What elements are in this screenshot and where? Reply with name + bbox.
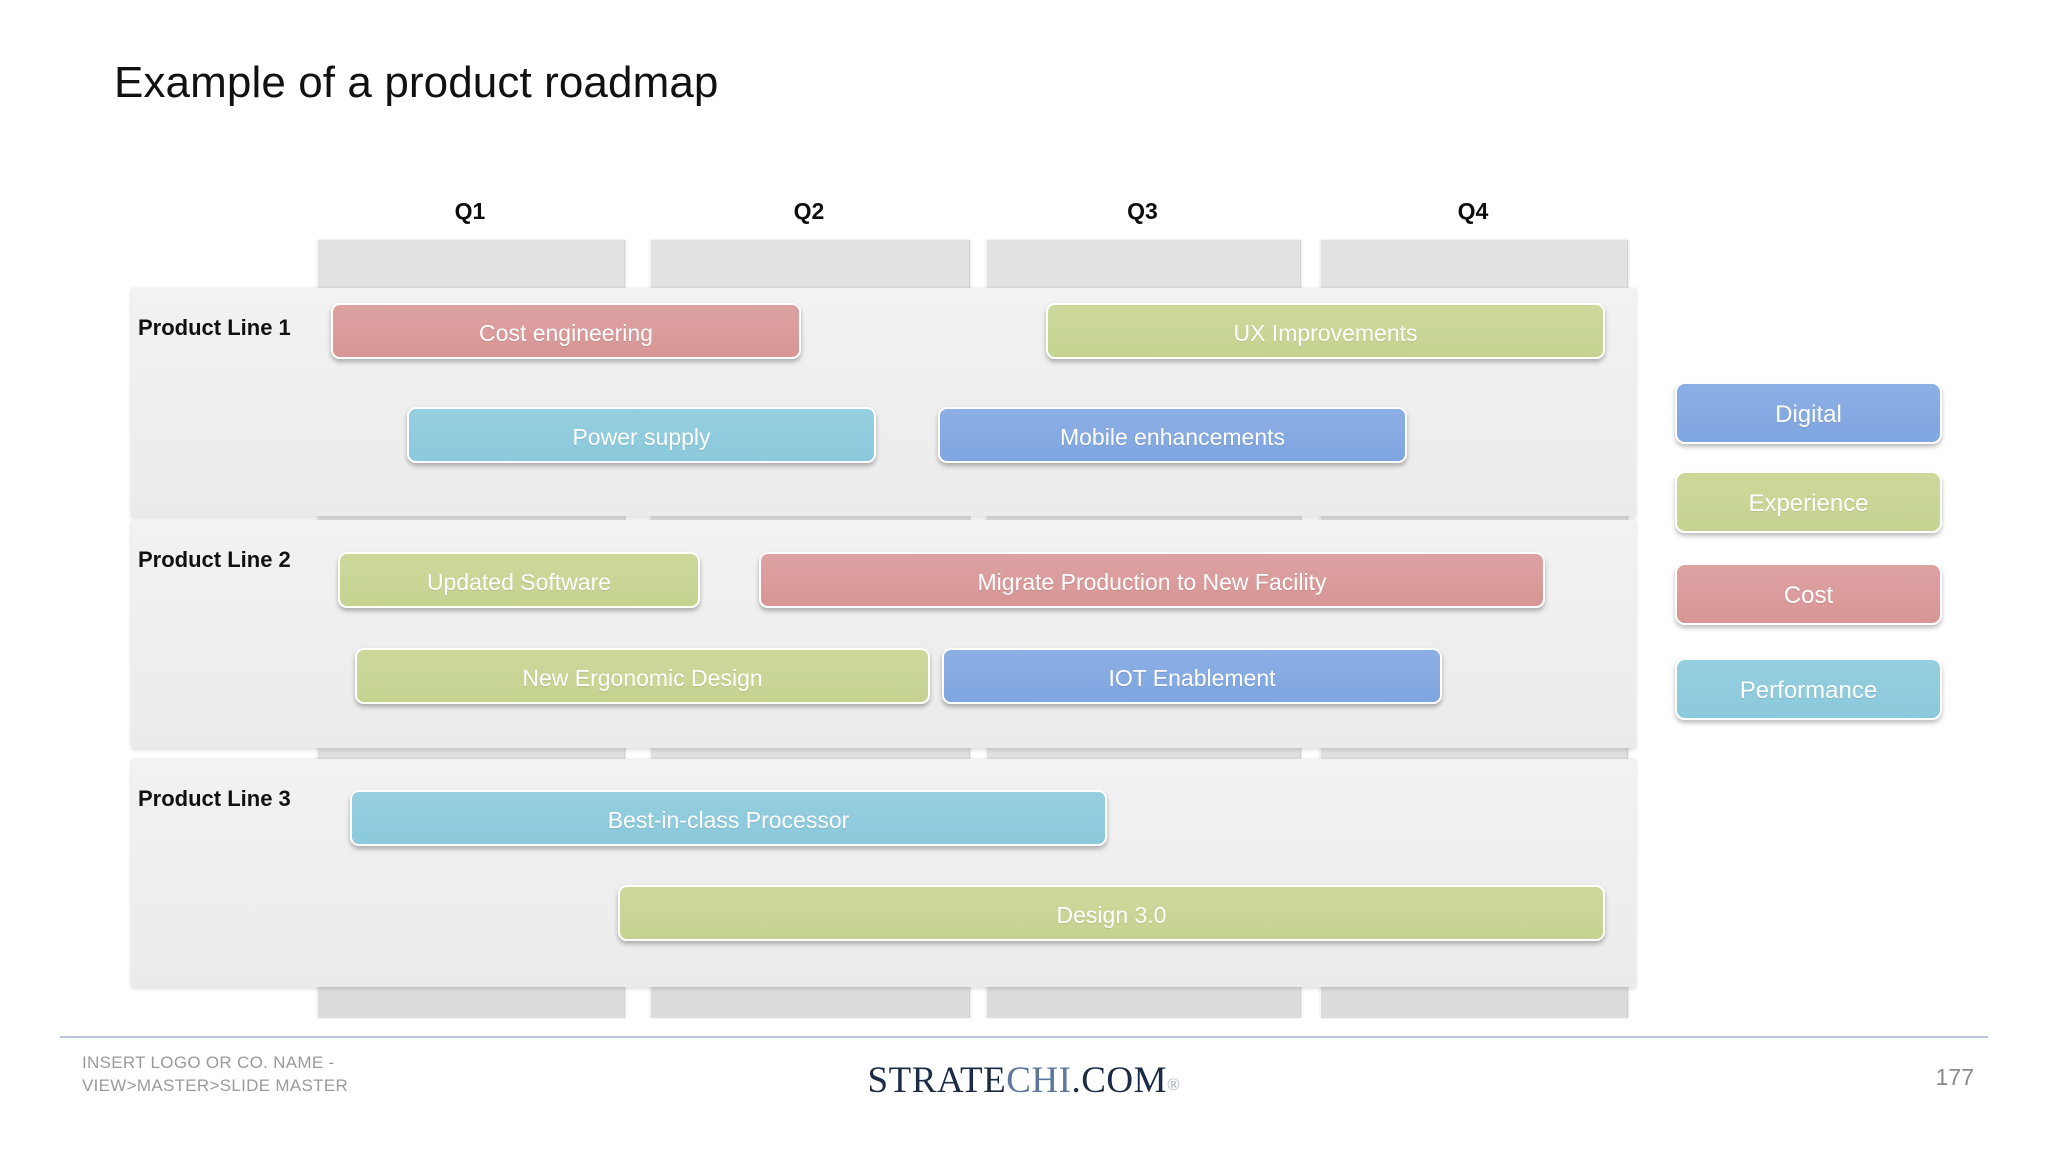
footer-divider [60, 1036, 1988, 1038]
task-bar[interactable]: Updated Software [338, 552, 700, 608]
task-bar[interactable]: Mobile enhancements [938, 407, 1407, 463]
logo-part-three: .COM [1071, 1060, 1168, 1101]
quarter-label-q4: Q4 [1457, 198, 1489, 224]
quarter-label-q1: Q1 [454, 198, 486, 224]
quarter-label-q2: Q2 [793, 198, 825, 224]
product-line-label: Product Line 2 [138, 547, 291, 572]
quarter-label-q3: Q3 [1127, 198, 1158, 224]
logo-part-two: CHI [1006, 1060, 1072, 1101]
product-line-label: Product Line 1 [138, 315, 291, 340]
task-bar[interactable]: IOT Enablement [942, 648, 1442, 704]
legend-item-digital[interactable]: Digital [1675, 382, 1942, 444]
task-bar[interactable]: Migrate Production to New Facility [759, 552, 1545, 608]
page-title: Example of a product roadmap [114, 58, 719, 107]
logo-part-one: STRATE [867, 1060, 1007, 1101]
task-bar[interactable]: Cost engineering [331, 303, 801, 359]
page-number: 177 [1935, 1064, 1974, 1090]
task-bar[interactable]: Best-in-class Processor [350, 790, 1107, 846]
legend-item-cost[interactable]: Cost [1675, 563, 1942, 625]
task-bar[interactable]: UX Improvements [1046, 303, 1605, 359]
footer-placeholder-text: INSERT LOGO OR CO. NAME - VIEW>MASTER>SL… [82, 1051, 348, 1097]
footer-line-2: VIEW>MASTER>SLIDE MASTER [82, 1076, 349, 1095]
task-bar[interactable]: Power supply [407, 407, 876, 463]
task-bar[interactable]: Design 3.0 [618, 885, 1605, 941]
task-bar[interactable]: New Ergonomic Design [355, 648, 930, 704]
legend-item-performance[interactable]: Performance [1675, 658, 1942, 720]
legend-item-experience[interactable]: Experience [1675, 471, 1942, 533]
roadmap-chart: Q1 Q2 Q3 Q4 Product Line 1 Product Line 2 Pro… [131, 198, 1942, 1018]
footer-line-1: INSERT LOGO OR CO. NAME - [82, 1053, 335, 1072]
stratechi-logo: STRATECHI.COM® [0, 1059, 2048, 1102]
product-line-label: Product Line 3 [138, 786, 291, 811]
registered-mark-icon: ® [1167, 1075, 1181, 1094]
